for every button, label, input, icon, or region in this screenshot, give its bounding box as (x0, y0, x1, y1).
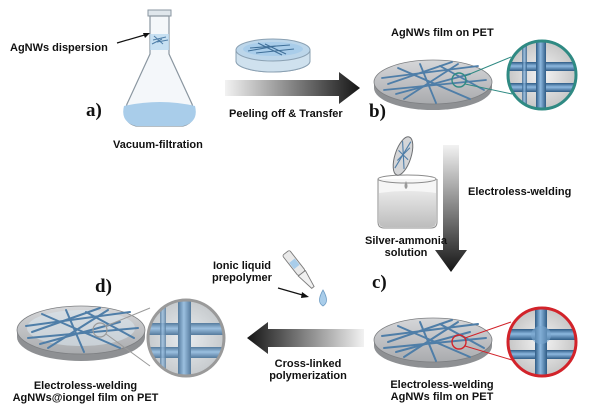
label-cross-linked: Cross-linked polymerization (258, 358, 358, 382)
zoom-junction-c (506, 306, 578, 378)
zoom-junction-d (146, 298, 226, 378)
pipette (277, 250, 327, 307)
step-label-c: c) (372, 272, 387, 293)
label-ionic-liquid-line2: prepolymer (212, 272, 272, 284)
label-c-caption-line1: Electroless-welding (390, 379, 494, 391)
label-agnws-dispersion: AgNWs dispersion (10, 42, 108, 54)
label-cross-linked-line1: Cross-linked (274, 358, 342, 370)
pet-film-disc-b (373, 56, 513, 110)
silver-ammonia-beaker (377, 136, 438, 229)
label-d-caption-line1: Electroless-welding (33, 380, 138, 392)
label-d-caption-line2: AgNWs@iongel film on PET (12, 392, 159, 404)
arrow-welding (435, 145, 467, 272)
iongel-film-disc-d (16, 305, 151, 367)
label-ionic-liquid: Ionic liquid prepolymer (197, 260, 287, 284)
label-cross-linked-line2: polymerization (269, 370, 347, 382)
step-label-b: b) (369, 101, 386, 122)
label-c-caption: Electroless-welding AgNWs film on PET (362, 379, 522, 403)
label-silver-ammonia-line2: solution (384, 247, 428, 259)
label-d-caption: Electroless-welding AgNWs@iongel film on… (0, 380, 173, 404)
vacuum-flask (116, 9, 196, 127)
step-label-a: a) (86, 100, 102, 121)
label-electroless-welding: Electroless-welding (468, 186, 572, 198)
label-peeling-transfer: Peeling off & Transfer (229, 108, 343, 120)
label-silver-ammonia: Silver-ammonia solution (346, 235, 466, 259)
label-film-on-pet: AgNWs film on PET (391, 27, 494, 39)
arrow-transfer (225, 72, 360, 104)
arrow-polymerization (247, 322, 364, 354)
zoom-junction-b (506, 39, 578, 111)
label-silver-ammonia-line1: Silver-ammonia (365, 235, 447, 247)
label-c-caption-line2: AgNWs film on PET (390, 391, 494, 403)
label-vacuum-filtration: Vacuum-filtration (113, 139, 203, 151)
step-label-d: d) (95, 276, 112, 297)
pet-film-disc-c (373, 317, 513, 368)
label-ionic-liquid-line1: Ionic liquid (212, 260, 272, 272)
petri-dish (235, 38, 311, 73)
